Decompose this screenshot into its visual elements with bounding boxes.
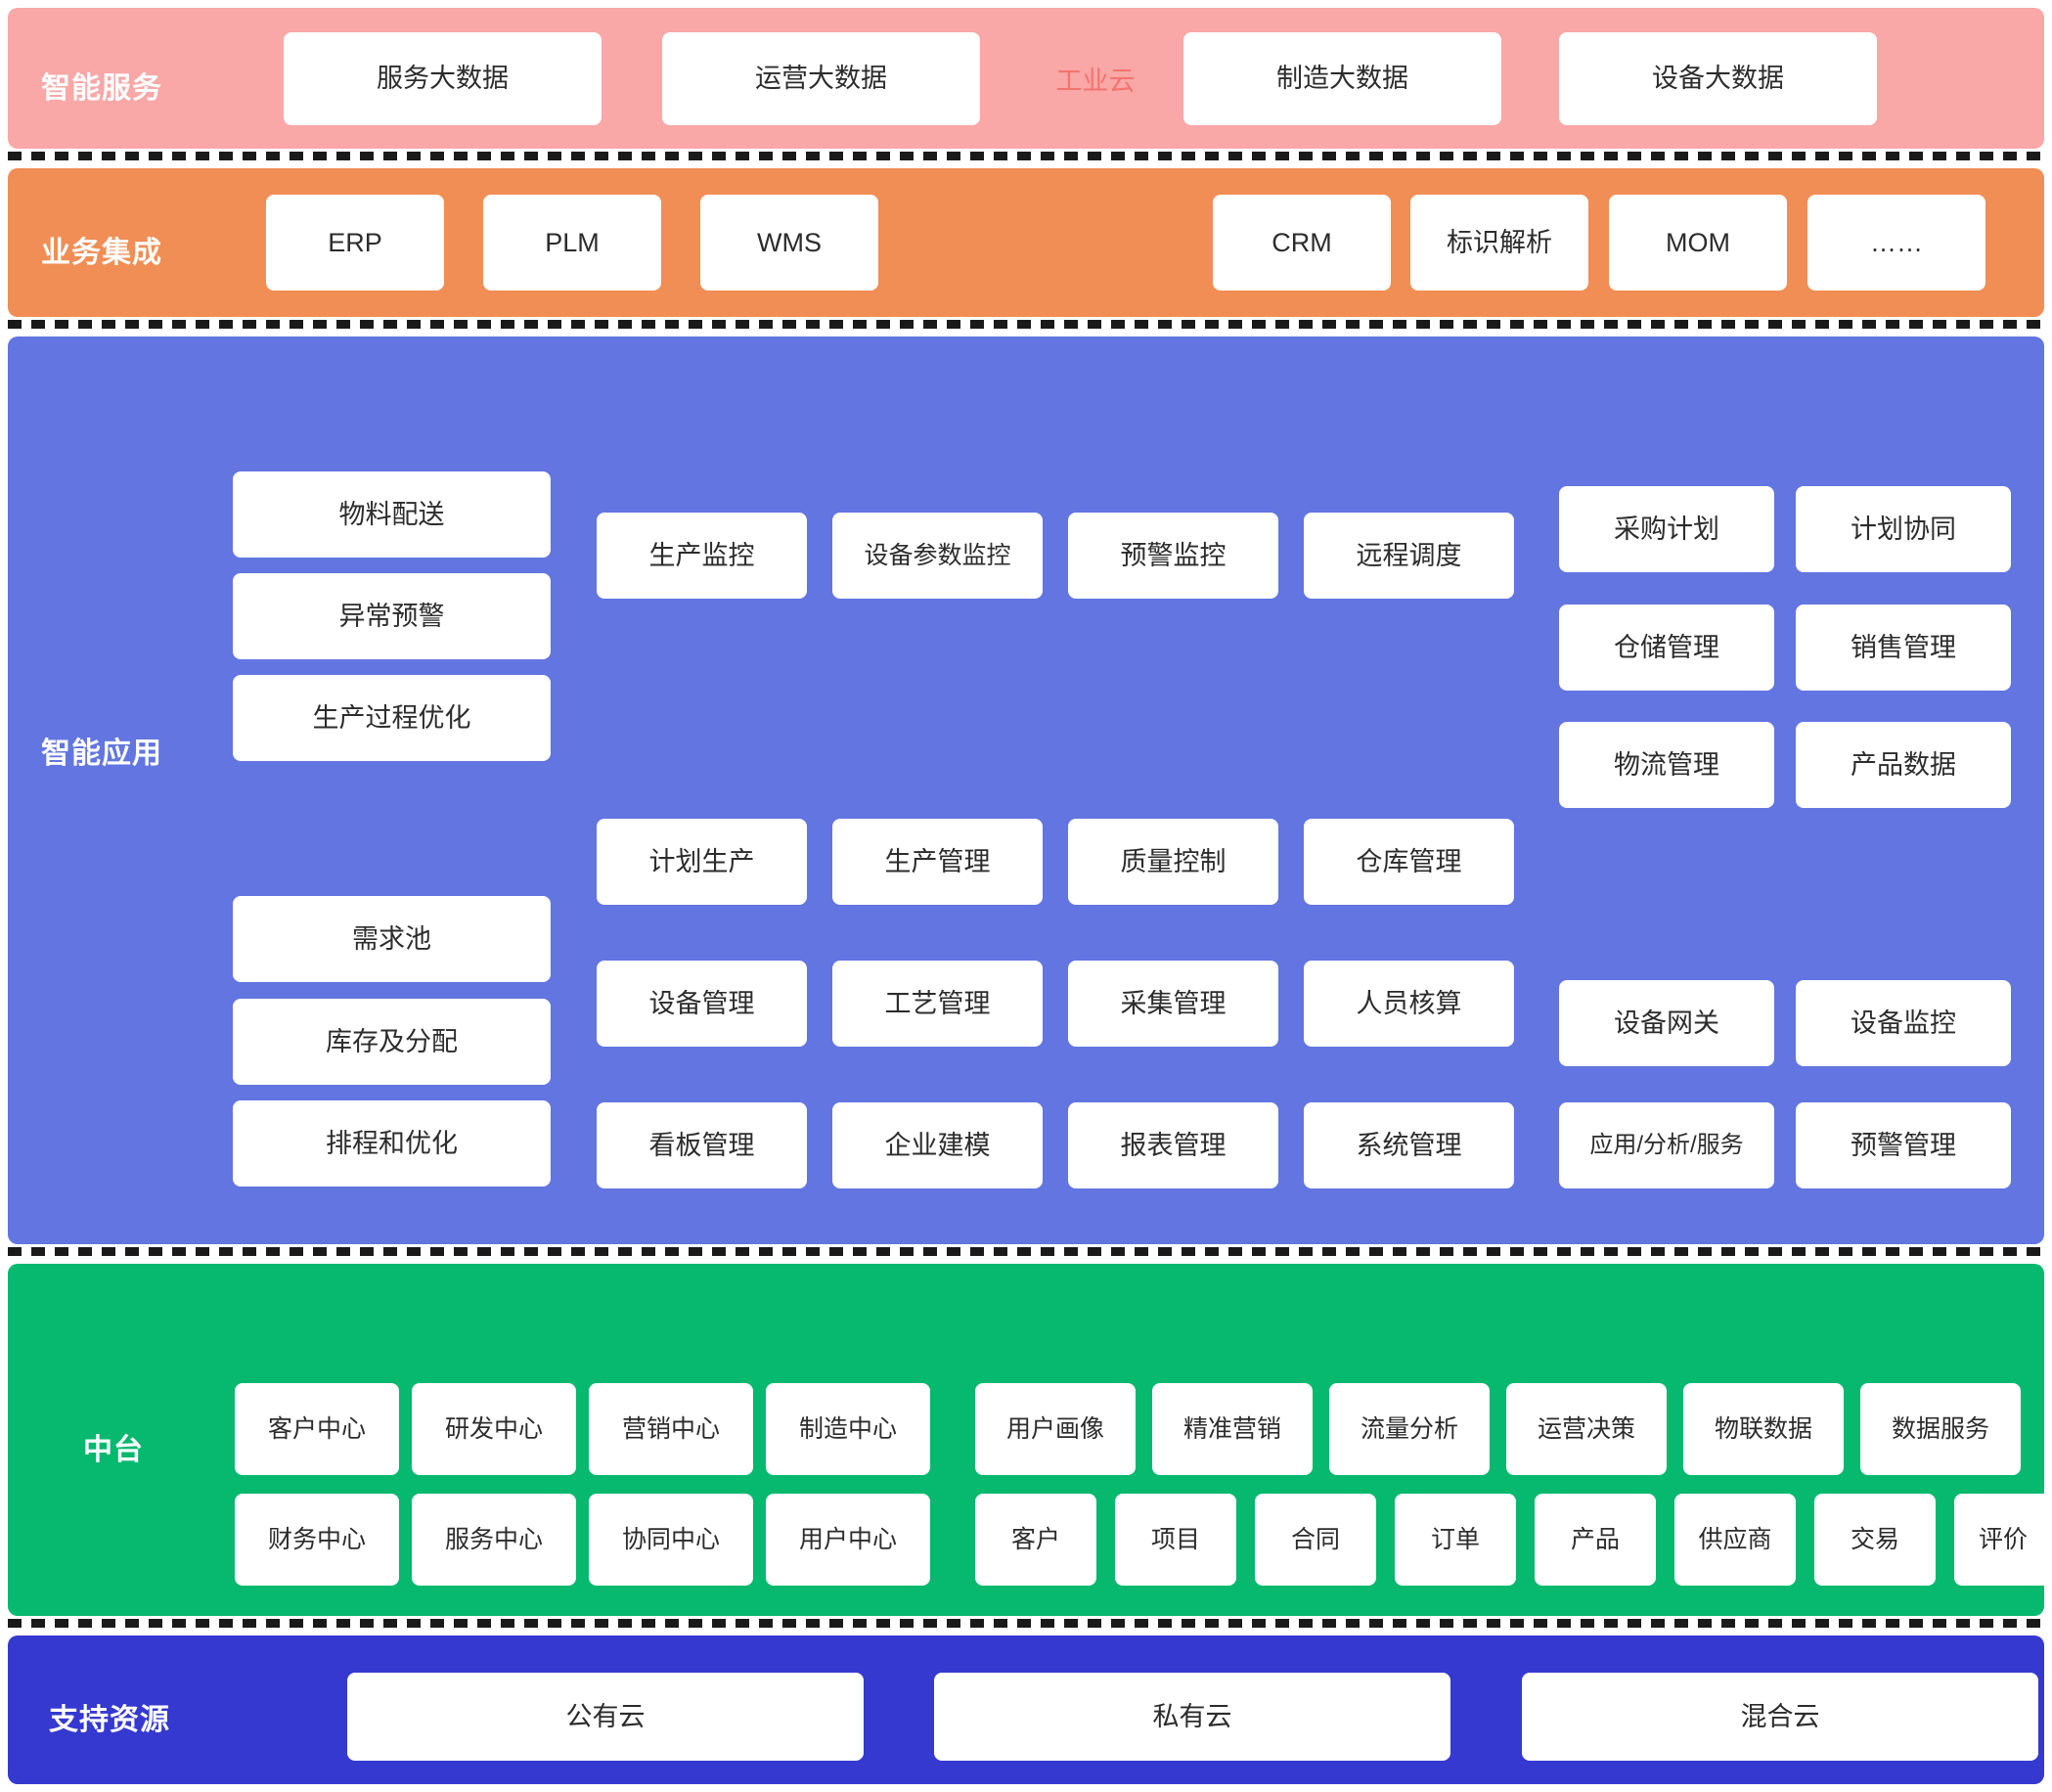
band-separator-4 [8, 1619, 2044, 1628]
apps-card-alert-management[interactable]: 预警管理 [1796, 1102, 2011, 1188]
apps-card-storage-management[interactable]: 仓储管理 [1559, 605, 1774, 691]
middle-card-supplier[interactable]: 供应商 [1674, 1494, 1796, 1586]
middle-card-rd-center[interactable]: 研发中心 [412, 1383, 576, 1475]
middle-card-service-center[interactable]: 服务中心 [412, 1494, 576, 1586]
middle-card-product[interactable]: 产品 [1535, 1494, 1656, 1586]
apps-card-planned-production[interactable]: 计划生产 [597, 819, 807, 905]
middle-card-operation-decision[interactable]: 运营决策 [1506, 1383, 1667, 1475]
service-label-industrial-cloud: 工业云 [1055, 66, 1136, 96]
business-card-wms[interactable]: WMS [700, 195, 878, 291]
apps-card-report-management[interactable]: 报表管理 [1068, 1102, 1278, 1188]
service-card-operation-bigdata[interactable]: 运营大数据 [662, 32, 980, 125]
middle-card-precision-marketing[interactable]: 精准营销 [1152, 1383, 1313, 1475]
middle-card-manufacturing-center[interactable]: 制造中心 [766, 1383, 930, 1475]
apps-card-exception-alert[interactable]: 异常预警 [233, 573, 551, 659]
band-separator-1 [8, 152, 2044, 160]
apps-card-equipment-parameter-monitoring[interactable]: 设备参数监控 [832, 513, 1043, 599]
middle-card-marketing-center[interactable]: 营销中心 [589, 1383, 753, 1475]
middle-card-user-center[interactable]: 用户中心 [766, 1494, 930, 1586]
apps-card-application-analysis-service[interactable]: 应用/分析/服务 [1559, 1102, 1774, 1188]
band-separator-3 [8, 1247, 2044, 1256]
apps-card-production-management[interactable]: 生产管理 [832, 819, 1043, 905]
business-card-plm[interactable]: PLM [483, 195, 661, 291]
middle-card-project[interactable]: 项目 [1115, 1494, 1236, 1586]
apps-card-product-data[interactable]: 产品数据 [1796, 722, 2011, 808]
service-card-service-bigdata[interactable]: 服务大数据 [284, 32, 602, 125]
apps-card-equipment-monitoring[interactable]: 设备监控 [1796, 980, 2011, 1066]
apps-card-inventory-allocation[interactable]: 库存及分配 [233, 999, 551, 1085]
apps-card-equipment-gateway[interactable]: 设备网关 [1559, 980, 1774, 1066]
apps-card-equipment-management[interactable]: 设备管理 [597, 961, 807, 1047]
middle-card-transaction[interactable]: 交易 [1814, 1494, 1936, 1586]
layer-title-intelligent-application: 智能应用 [41, 738, 162, 770]
apps-card-production-process-optimization[interactable]: 生产过程优化 [233, 675, 551, 761]
business-card-more[interactable]: …… [1807, 195, 1985, 291]
business-card-mom[interactable]: MOM [1609, 195, 1787, 291]
layer-title-support-resource: 支持资源 [49, 1704, 170, 1736]
apps-card-sales-management[interactable]: 销售管理 [1796, 605, 2011, 691]
band-separator-2 [8, 320, 2044, 329]
apps-card-logistics-management[interactable]: 物流管理 [1559, 722, 1774, 808]
apps-card-enterprise-modeling[interactable]: 企业建模 [832, 1102, 1043, 1188]
apps-card-procurement-plan[interactable]: 采购计划 [1559, 486, 1774, 572]
layer-title-business-integration: 业务集成 [41, 237, 162, 269]
apps-card-system-management[interactable]: 系统管理 [1304, 1102, 1514, 1188]
middle-card-traffic-analysis[interactable]: 流量分析 [1329, 1383, 1490, 1475]
apps-card-collection-management[interactable]: 采集管理 [1068, 961, 1278, 1047]
business-card-erp[interactable]: ERP [266, 195, 444, 291]
middle-card-customer[interactable]: 客户 [975, 1494, 1096, 1586]
service-card-equipment-bigdata[interactable]: 设备大数据 [1559, 32, 1877, 125]
apps-card-plan-collaboration[interactable]: 计划协同 [1796, 486, 2011, 572]
middle-card-order[interactable]: 订单 [1395, 1494, 1516, 1586]
middle-card-iot-data[interactable]: 物联数据 [1683, 1383, 1844, 1475]
middle-card-evaluation[interactable]: 评价 [1954, 1494, 2052, 1586]
apps-card-process-management[interactable]: 工艺管理 [832, 961, 1043, 1047]
resource-card-hybrid-cloud[interactable]: 混合云 [1522, 1673, 2038, 1761]
middle-card-customer-center[interactable]: 客户中心 [235, 1383, 399, 1475]
resource-card-private-cloud[interactable]: 私有云 [934, 1673, 1450, 1761]
apps-card-personnel-accounting[interactable]: 人员核算 [1304, 961, 1514, 1047]
service-card-manufacturing-bigdata[interactable]: 制造大数据 [1183, 32, 1501, 125]
business-card-crm[interactable]: CRM [1213, 195, 1391, 291]
apps-card-demand-pool[interactable]: 需求池 [233, 896, 551, 982]
middle-card-user-profile[interactable]: 用户画像 [975, 1383, 1136, 1475]
apps-card-material-delivery[interactable]: 物料配送 [233, 471, 551, 558]
apps-card-warehouse-management[interactable]: 仓库管理 [1304, 819, 1514, 905]
apps-card-remote-dispatch[interactable]: 远程调度 [1304, 513, 1514, 599]
apps-card-kanban-management[interactable]: 看板管理 [597, 1102, 807, 1188]
middle-card-collaboration-center[interactable]: 协同中心 [589, 1494, 753, 1586]
apps-card-production-monitoring[interactable]: 生产监控 [597, 513, 807, 599]
middle-card-data-service[interactable]: 数据服务 [1860, 1383, 2021, 1475]
layer-title-intelligent-service: 智能服务 [41, 72, 162, 105]
resource-card-public-cloud[interactable]: 公有云 [347, 1673, 864, 1761]
apps-card-quality-control[interactable]: 质量控制 [1068, 819, 1278, 905]
middle-card-finance-center[interactable]: 财务中心 [235, 1494, 399, 1586]
layer-title-middle-platform: 中台 [83, 1434, 144, 1466]
business-card-identifier-resolution[interactable]: 标识解析 [1410, 195, 1588, 291]
apps-card-alert-monitoring[interactable]: 预警监控 [1068, 513, 1278, 599]
middle-card-contract[interactable]: 合同 [1255, 1494, 1376, 1586]
apps-card-scheduling-optimization[interactable]: 排程和优化 [233, 1100, 551, 1187]
